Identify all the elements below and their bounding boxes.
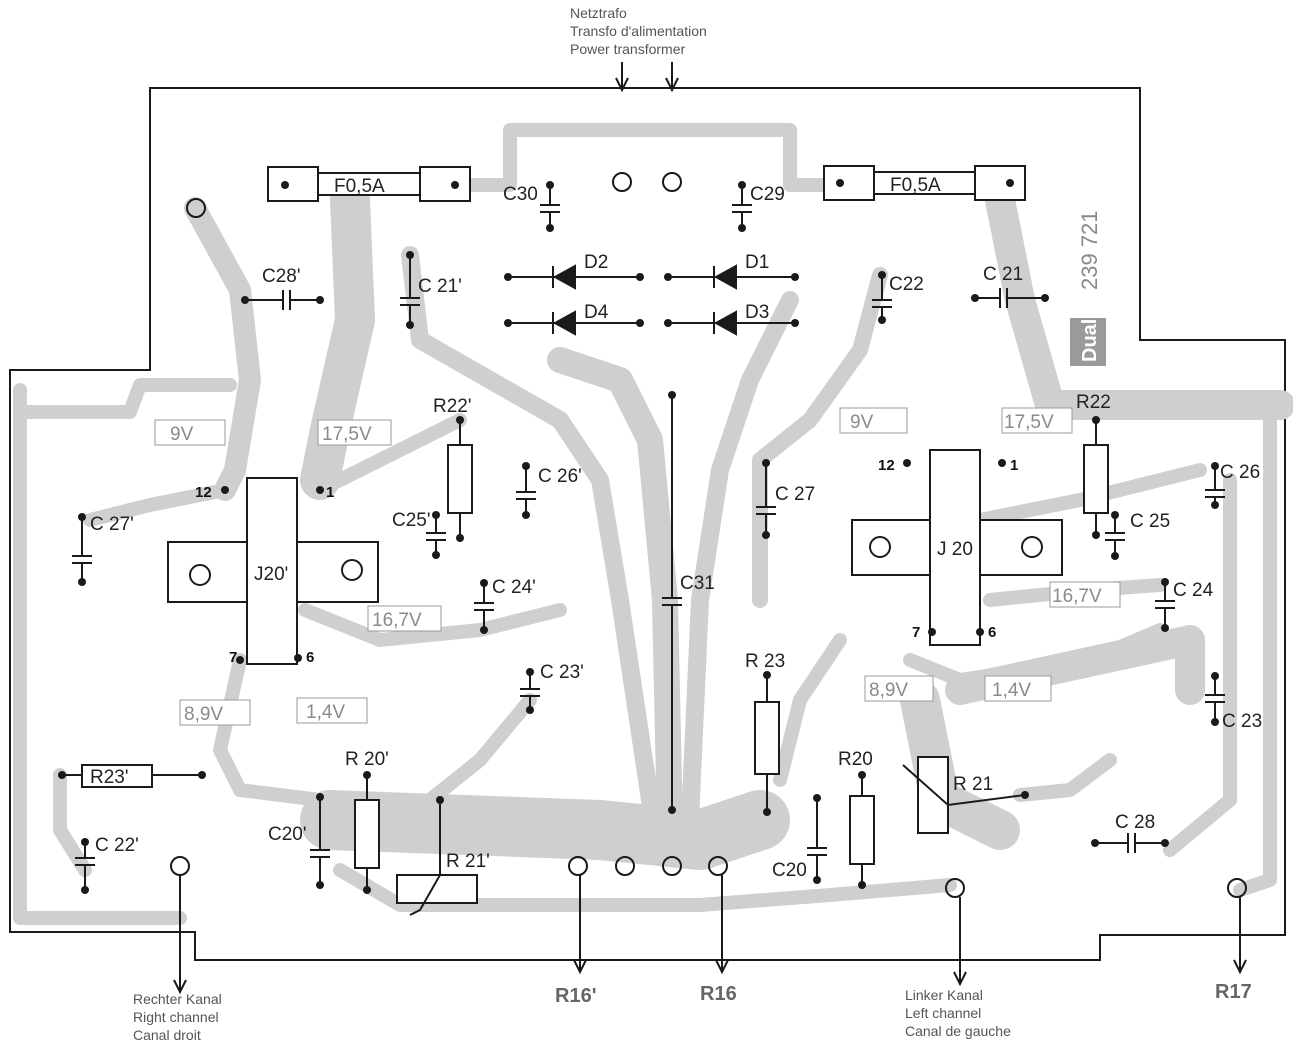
fuse-right-label: F0,5A xyxy=(890,175,941,196)
label-r21-prime: R 21' xyxy=(446,851,490,872)
left-channel-line-3: Canal de gauche xyxy=(905,1023,1011,1039)
label-c25: C 25 xyxy=(1130,511,1170,532)
dual-logo xyxy=(1070,318,1106,366)
pin-7-right: 7 xyxy=(912,624,920,641)
label-j20: J 20 xyxy=(937,539,973,560)
ic-j20 xyxy=(851,449,1063,646)
voltage-right-8-9v: 8,9V xyxy=(869,680,908,701)
transformer-arrow-left xyxy=(615,62,629,93)
label-c28-prime: C28' xyxy=(262,266,300,287)
resistor-symbols xyxy=(62,420,1109,890)
left-channel-label: Linker Kanal Left channel Canal de gauch… xyxy=(905,987,1011,1039)
label-c27-prime: C 27' xyxy=(90,514,134,535)
right-channel-line-1: Rechter Kanal xyxy=(133,991,222,1007)
ring-terminals xyxy=(170,172,1247,898)
diode-bridge xyxy=(508,264,795,336)
board-outline xyxy=(9,87,1286,961)
label-r16-prime: R16' xyxy=(555,985,596,1007)
left-channel-line-2: Left channel xyxy=(905,1005,981,1021)
voltage-left-16-7v: 16,7V xyxy=(372,610,422,631)
voltage-left-8-9v: 8,9V xyxy=(184,704,223,725)
label-r21: R 21 xyxy=(953,774,993,795)
label-c22-prime: C 22' xyxy=(95,835,139,856)
trimmer-r21-prime xyxy=(396,800,478,916)
dual-logo-text: Dual xyxy=(1079,319,1101,362)
label-c21-prime: C 21' xyxy=(418,276,462,297)
power-transformer-label: Netztrafo Transfo d'alimentation Power t… xyxy=(570,5,707,57)
label-d3: D3 xyxy=(745,302,769,323)
ic-j20-prime xyxy=(167,477,379,665)
label-c26: C 26 xyxy=(1220,462,1260,483)
label-r20-prime: R 20' xyxy=(345,749,389,770)
label-c24: C 24 xyxy=(1173,580,1214,601)
label-d2: D2 xyxy=(584,252,608,273)
left-channel-line-1: Linker Kanal xyxy=(905,987,983,1003)
copper-traces xyxy=(13,123,1293,925)
right-channel-line-3: Canal droit xyxy=(133,1027,201,1043)
voltage-labels: 9V 17,5V 16,7V 8,9V 1,4V 9V 17,5V 16,7V … xyxy=(154,407,1121,726)
label-d4: D4 xyxy=(584,302,609,323)
voltage-left-1-4v: 1,4V xyxy=(306,702,345,723)
label-c26-prime: C 26' xyxy=(538,466,582,487)
solder-pads xyxy=(58,179,1219,894)
label-c20: C20 xyxy=(772,860,807,881)
fuse-right: F0,5A xyxy=(823,165,1026,201)
component-labels: C30 C29 D2 D1 D4 D3 C28' C 21' C22 C 21 … xyxy=(90,184,1262,881)
label-c24-prime: C 24' xyxy=(492,577,536,598)
label-r16: R16 xyxy=(700,983,737,1005)
title-line-3: Power transformer xyxy=(570,41,685,57)
title-line-1: Netztrafo xyxy=(570,5,627,21)
arrow-r16-prime xyxy=(573,875,587,975)
fuse-left-label: F0,5A xyxy=(334,176,385,197)
voltage-left-9v: 9V xyxy=(170,424,194,445)
label-c21: C 21 xyxy=(983,264,1023,285)
label-r23-prime: R23' xyxy=(90,767,128,788)
pin-1-left: 1 xyxy=(326,484,334,501)
fuse-left: F0,5A xyxy=(267,166,471,202)
label-j20-prime: J20' xyxy=(254,564,288,585)
label-r17: R17 xyxy=(1215,981,1252,1003)
label-r23: R 23 xyxy=(745,651,785,672)
right-channel-line-2: Right channel xyxy=(133,1009,219,1025)
pin-7-left: 7 xyxy=(229,649,237,666)
label-c20-prime: C20' xyxy=(268,824,306,845)
label-c23-prime: C 23' xyxy=(540,662,584,683)
label-c22: C22 xyxy=(889,274,924,295)
label-r22: R22 xyxy=(1076,392,1111,413)
label-d1: D1 xyxy=(745,252,769,273)
label-r22-prime: R22' xyxy=(433,396,471,417)
right-channel-label: Rechter Kanal Right channel Canal droit xyxy=(133,991,222,1043)
capacitor-symbols xyxy=(72,185,1225,890)
ic-pin-labels: 12 1 7 6 12 1 7 6 xyxy=(195,457,1018,666)
trimmer-r21 xyxy=(902,756,1026,834)
transformer-arrow-right xyxy=(665,62,679,93)
voltage-right-9v: 9V xyxy=(850,412,874,433)
label-c27: C 27 xyxy=(775,484,815,505)
voltage-left-17-5v: 17,5V xyxy=(322,424,372,445)
arrow-left-channel xyxy=(953,897,967,987)
pin-12-right: 12 xyxy=(878,457,895,474)
title-line-2: Transfo d'alimentation xyxy=(570,23,707,39)
label-r20: R20 xyxy=(838,749,873,770)
voltage-right-17-5v: 17,5V xyxy=(1004,412,1054,433)
pin-12-left: 12 xyxy=(195,484,212,501)
arrow-r17 xyxy=(1233,897,1247,975)
label-c30: C30 xyxy=(503,184,538,205)
label-c31: C31 xyxy=(680,573,715,594)
part-number: 239 721 xyxy=(1077,210,1102,290)
arrow-right-channel xyxy=(173,875,187,995)
label-c23: C 23 xyxy=(1222,711,1262,732)
pin-1-right: 1 xyxy=(1010,457,1018,474)
label-c28: C 28 xyxy=(1115,812,1155,833)
label-c25-prime: C25' xyxy=(392,510,430,531)
connector-labels: R16' R16 R17 xyxy=(555,981,1252,1007)
arrow-r16 xyxy=(715,875,729,975)
pin-6-right: 6 xyxy=(988,624,996,641)
pin-6-left: 6 xyxy=(306,649,314,666)
voltage-right-1-4v: 1,4V xyxy=(992,680,1031,701)
label-c29: C29 xyxy=(750,184,785,205)
voltage-right-16-7v: 16,7V xyxy=(1052,586,1102,607)
